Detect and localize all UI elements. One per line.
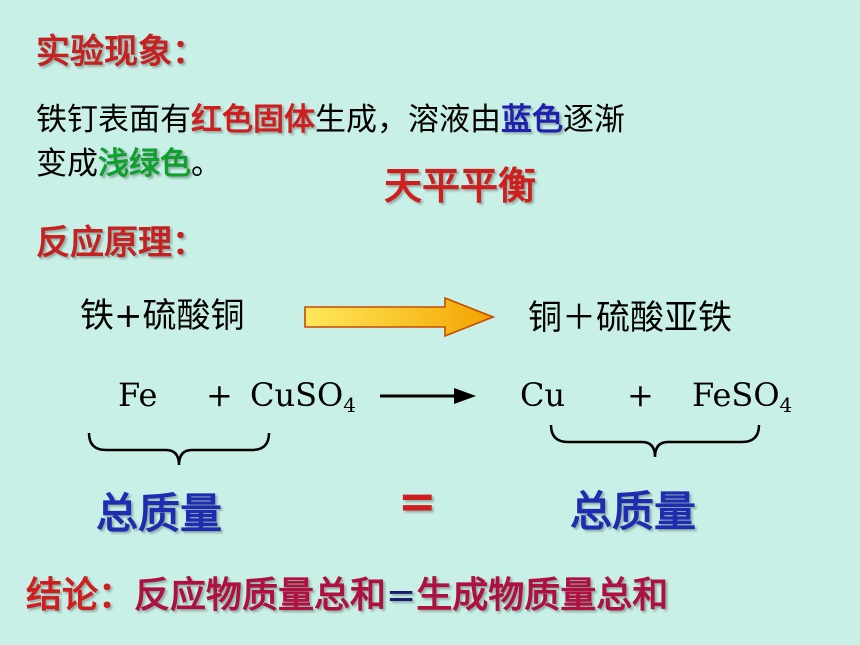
products-word: 铜＋硫酸亚铁	[528, 298, 732, 338]
blue-highlight: 蓝色	[501, 102, 563, 138]
text-segment: 逐渐	[563, 102, 625, 138]
right-brace-icon	[549, 424, 761, 458]
conclusion-left: 反应物质量总和	[134, 575, 387, 616]
reaction-arrow-icon	[380, 388, 476, 404]
formula-plus-left: +	[206, 376, 233, 414]
formula-feso4: FeSO4	[692, 376, 793, 417]
text-segment: 变成	[36, 146, 98, 182]
formula-plus-right: +	[627, 376, 654, 414]
phenomenon-line-2: 变成浅绿色。	[36, 142, 222, 186]
formula-cuso4: CuSO4	[250, 376, 356, 417]
conclusion-equals: =	[386, 575, 417, 616]
yellow-arrow-icon	[304, 296, 495, 338]
conclusion-label: 结论：	[26, 575, 135, 616]
phenomenon-title: 实验现象：	[36, 32, 206, 72]
text-segment: 。	[191, 146, 222, 182]
principle-title: 反应原理：	[36, 223, 206, 263]
left-brace-icon	[87, 432, 271, 466]
formula-fe: Fe	[118, 376, 158, 414]
text-segment: 生成，溶液由	[315, 102, 501, 138]
formula-cu: Cu	[520, 376, 566, 414]
text-segment: 铁钉表面有	[36, 102, 191, 138]
red-solid-highlight: 红色固体	[191, 102, 315, 138]
conclusion-right: 生成物质量总和	[416, 575, 669, 616]
total-mass-right: 总质量	[570, 487, 697, 536]
mass-equals-sign: =	[398, 474, 437, 528]
balance-text: 天平平衡	[384, 164, 537, 208]
total-mass-left: 总质量	[96, 489, 223, 538]
reactants-word: 铁+硫酸铜	[80, 296, 245, 336]
green-highlight: 浅绿色	[98, 146, 191, 182]
conclusion-line: 结论：反应物质量总和=生成物质量总和	[26, 566, 668, 618]
phenomenon-line-1: 铁钉表面有红色固体生成，溶液由蓝色逐渐	[36, 98, 625, 142]
